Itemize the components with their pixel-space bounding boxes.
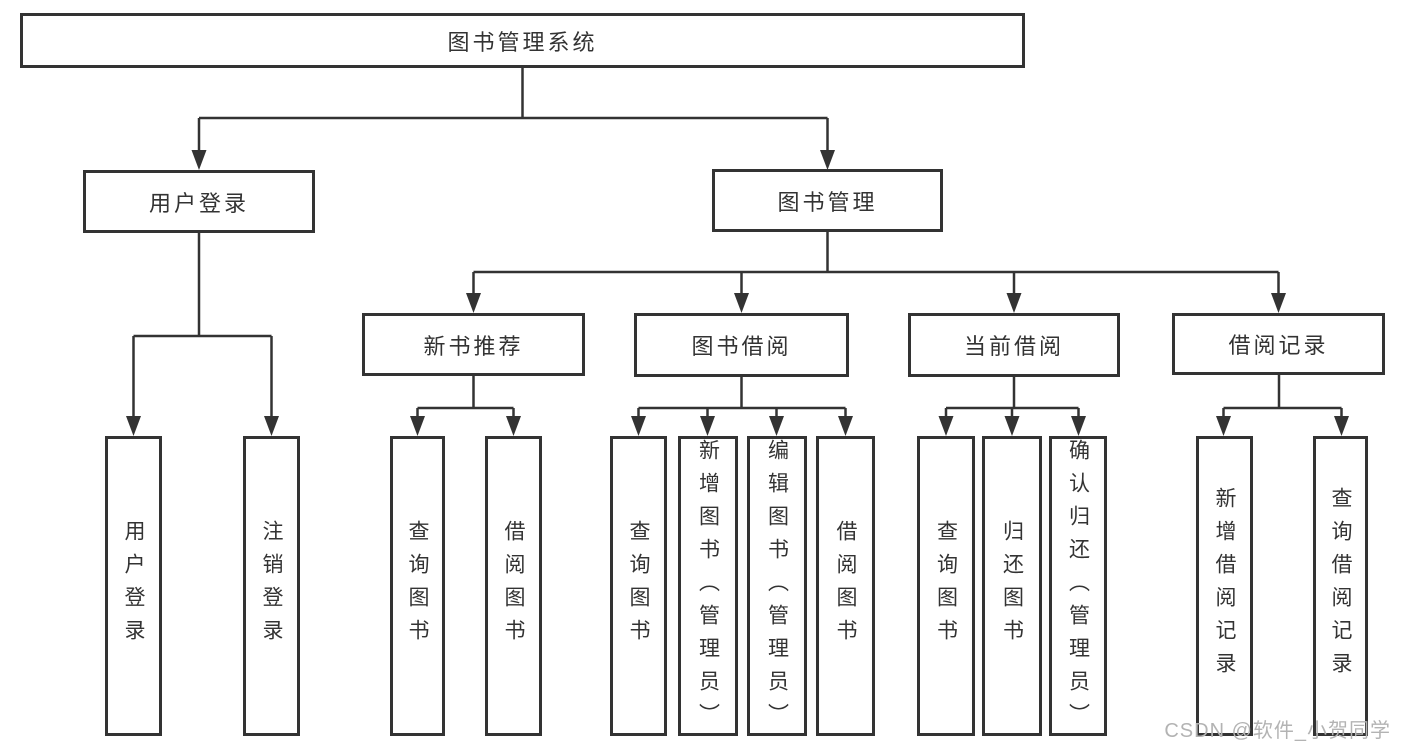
leaf-query-borrow-record: 查询借阅记录: [1313, 436, 1368, 736]
connector-newbookrec-to-leaves: [416, 376, 515, 418]
arrow-down-icon: [466, 293, 481, 313]
leaf-logout: 注销登录: [243, 436, 300, 736]
connector-root-to-level2: [197, 68, 829, 152]
leaf-user-login: 用户登录: [105, 436, 162, 736]
arrow-down-icon: [1071, 416, 1086, 436]
node-label: 图书管理系统: [447, 29, 598, 55]
connector-bookmgmt-to-level3: [472, 232, 1280, 295]
node-label: 查询图书: [934, 520, 958, 652]
arrow-down-icon: [700, 416, 715, 436]
connector-userlogin-to-leaves: [132, 233, 273, 418]
arrow-down-icon: [820, 150, 835, 170]
node-label: 借阅图书: [834, 520, 857, 652]
arrow-down-icon: [506, 416, 521, 436]
leaf-add-book-admin: 新增图书（管理员）: [678, 436, 738, 736]
node-label: 查询借阅记录: [1329, 487, 1352, 685]
arrow-down-icon: [1006, 293, 1022, 313]
node-label: 新书推荐: [423, 333, 524, 359]
node-label: 新增借阅记录: [1213, 487, 1236, 685]
arrow-down-icon: [631, 416, 646, 436]
node-label: 注销登录: [260, 520, 283, 652]
node-label: 确认归还（管理员）: [1066, 439, 1090, 736]
leaf-query-books-current: 查询图书: [917, 436, 975, 736]
leaf-borrow-books-recommend: 借阅图书: [485, 436, 542, 736]
arrow-down-icon: [410, 416, 425, 436]
connector-borrowrecords-to-leaves: [1222, 375, 1343, 418]
leaf-query-books-recommend: 查询图书: [390, 436, 445, 736]
node-root-system: 图书管理系统: [20, 13, 1025, 68]
leaf-return-book: 归还图书: [982, 436, 1042, 736]
node-label: 借阅记录: [1228, 333, 1329, 358]
arrow-down-icon: [938, 416, 954, 436]
node-label: 当前借阅: [963, 334, 1064, 359]
leaf-borrow-books-borrow: 借阅图书: [816, 436, 875, 736]
arrow-down-icon: [734, 293, 749, 313]
node-label: 用户登录: [148, 190, 249, 216]
arrow-down-icon: [1334, 416, 1349, 436]
arrow-down-icon: [191, 150, 207, 170]
node-label: 查询图书: [406, 520, 429, 652]
node-borrowing-records: 借阅记录: [1172, 313, 1385, 375]
node-label: 新增图书（管理员）: [696, 439, 720, 736]
arrow-down-icon: [126, 416, 141, 436]
arrow-down-icon: [769, 416, 784, 436]
arrow-down-icon: [264, 416, 279, 436]
node-user-login: 用户登录: [83, 170, 315, 233]
node-label: 借阅图书: [502, 520, 525, 652]
node-current-borrowing: 当前借阅: [908, 313, 1120, 377]
connector-currentborrow-to-leaves: [944, 377, 1080, 418]
leaf-confirm-return-admin: 确认归还（管理员）: [1049, 436, 1107, 736]
arrow-down-icon: [1271, 293, 1286, 313]
leaf-add-borrow-record: 新增借阅记录: [1196, 436, 1253, 736]
csdn-watermark: CSDN @软件_小贺同学: [1164, 720, 1391, 742]
node-new-book-recommendation: 新书推荐: [362, 313, 585, 376]
leaf-edit-book-admin: 编辑图书（管理员）: [747, 436, 807, 736]
node-book-borrowing: 图书借阅: [634, 313, 849, 377]
node-label: 归还图书: [1000, 520, 1024, 652]
node-label: 图书借阅: [691, 334, 792, 359]
node-label: 用户登录: [122, 520, 145, 652]
arrow-down-icon: [1216, 416, 1231, 436]
leaf-query-books-borrow: 查询图书: [610, 436, 667, 736]
node-label: 查询图书: [627, 520, 650, 652]
node-label: 编辑图书（管理员）: [765, 439, 789, 736]
node-book-management: 图书管理: [712, 169, 943, 232]
arrow-down-icon: [1004, 416, 1020, 436]
node-label: 图书管理: [777, 189, 878, 215]
arrow-down-icon: [838, 416, 853, 436]
connector-bookborrow-to-leaves: [637, 377, 847, 418]
